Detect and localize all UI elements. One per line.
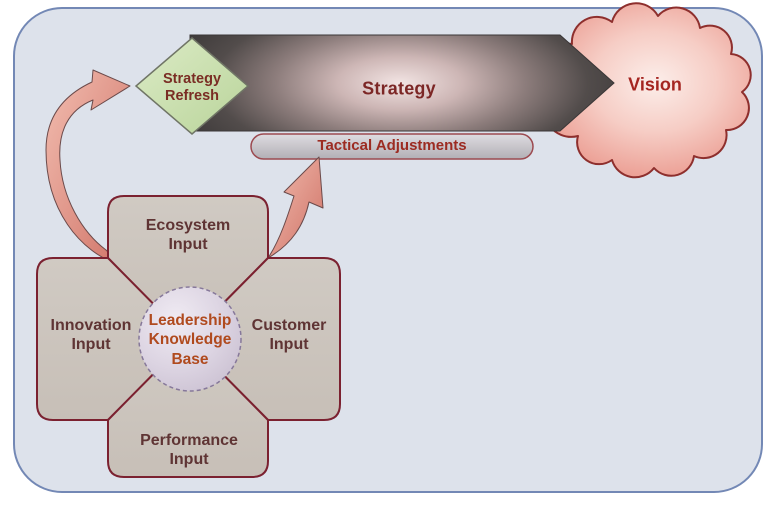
strategy-refresh-diamond — [134, 37, 250, 135]
knowledge-base-circle — [138, 286, 242, 392]
arrow-to-tactical — [267, 156, 324, 259]
petal-performance-input — [107, 338, 269, 478]
petal-ecosystem-input — [107, 195, 269, 340]
vision-cloud — [539, 2, 752, 179]
strategy-arrow-bar — [189, 34, 615, 132]
petal-customer-input — [187, 257, 341, 421]
feedback-arrow-to-refresh — [45, 69, 131, 267]
tactical-adjustments-pill — [250, 133, 534, 160]
